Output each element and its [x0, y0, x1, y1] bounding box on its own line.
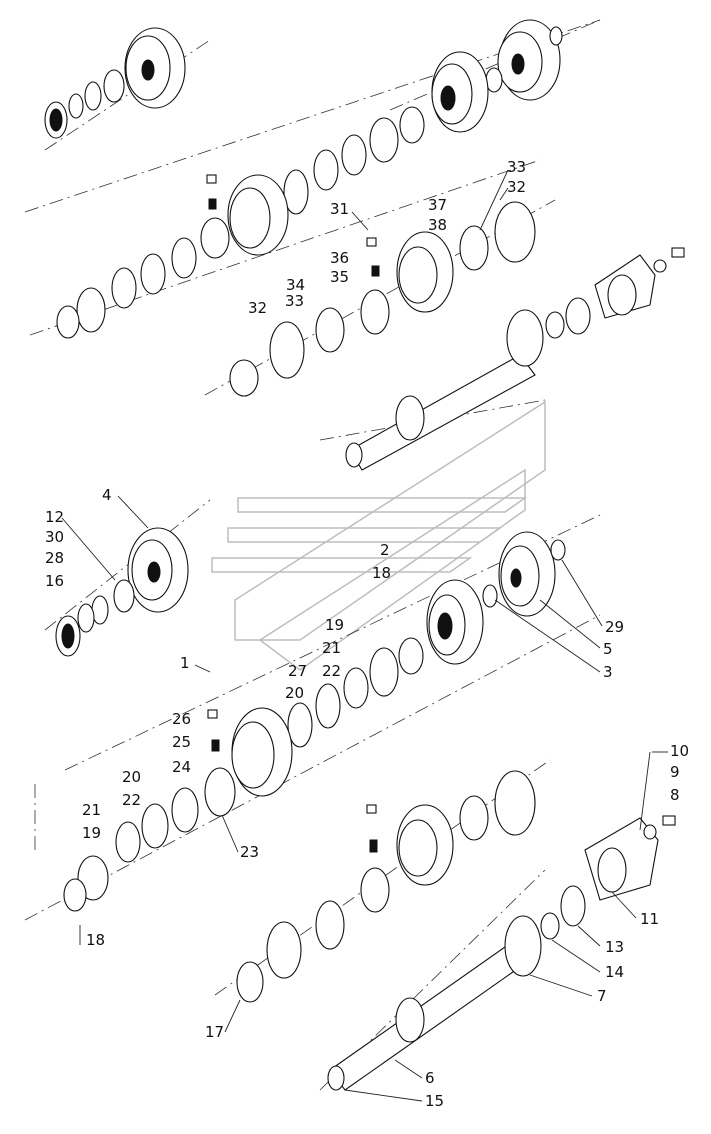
sync-sleeve-38	[396, 231, 454, 313]
callout-21-top: 21	[322, 639, 341, 657]
callout-37: 37	[428, 196, 447, 214]
sync-sleeve-top	[227, 174, 289, 256]
callout-11: 11	[640, 910, 659, 928]
shaft-top	[345, 297, 591, 471]
callout-18-top: 18	[372, 564, 391, 582]
callout-22-bottom: 22	[122, 791, 141, 809]
callout-13: 13	[605, 938, 624, 956]
callout-18-bottom: 18	[86, 931, 105, 949]
callout-19-bottom: 19	[82, 824, 101, 842]
callout-15: 15	[425, 1092, 444, 1110]
callout-3: 3	[603, 663, 613, 681]
callout-32-top: 32	[507, 178, 526, 196]
gear-4	[127, 527, 189, 613]
callout-38: 38	[428, 216, 447, 234]
callout-32-mid: 32	[248, 299, 267, 317]
gear-top-left	[124, 27, 186, 109]
callout-19-top: 19	[325, 616, 344, 634]
callout-1: 1	[180, 654, 190, 672]
callout-20-bottom: 20	[122, 768, 141, 786]
callout-20-top: 20	[285, 684, 304, 702]
callout-10: 10	[670, 742, 689, 760]
callout-34: 34	[286, 276, 305, 294]
callout-22-top: 22	[322, 662, 341, 680]
callout-35: 35	[330, 268, 349, 286]
gear-top-right	[497, 19, 561, 101]
callout-25: 25	[172, 733, 191, 751]
callout-36: 36	[330, 249, 349, 267]
sync-sleeve-27	[231, 707, 293, 797]
callout-8: 8	[670, 786, 680, 804]
callout-33-mid: 33	[285, 292, 304, 310]
housing-top	[594, 247, 685, 319]
callout-16: 16	[45, 572, 64, 590]
gear-2	[426, 579, 484, 665]
callout-6: 6	[425, 1069, 435, 1087]
callout-12: 12	[45, 508, 64, 526]
callout-4: 4	[102, 486, 112, 504]
gear-5	[498, 531, 556, 617]
callout-30: 30	[45, 528, 64, 546]
callout-14: 14	[605, 963, 624, 981]
callout-24: 24	[172, 758, 191, 776]
callout-29: 29	[605, 618, 624, 636]
gear-top-mid	[431, 51, 489, 133]
callout-26: 26	[172, 710, 191, 728]
logo-watermark	[211, 400, 546, 671]
shaft-bottom	[327, 885, 586, 1091]
callout-28: 28	[45, 549, 64, 567]
callout-7: 7	[597, 987, 607, 1005]
callout-2: 2	[380, 541, 390, 559]
callout-23: 23	[240, 843, 259, 861]
callout-33-top: 33	[507, 158, 526, 176]
callout-21-bottom: 21	[82, 801, 101, 819]
callout-27: 27	[288, 662, 307, 680]
callout-31: 31	[330, 200, 349, 218]
callout-9: 9	[670, 763, 680, 781]
callout-5: 5	[603, 640, 613, 658]
callout-17: 17	[205, 1023, 224, 1041]
sync-sleeve-bottom	[396, 804, 454, 886]
housing-bottom	[584, 815, 676, 901]
